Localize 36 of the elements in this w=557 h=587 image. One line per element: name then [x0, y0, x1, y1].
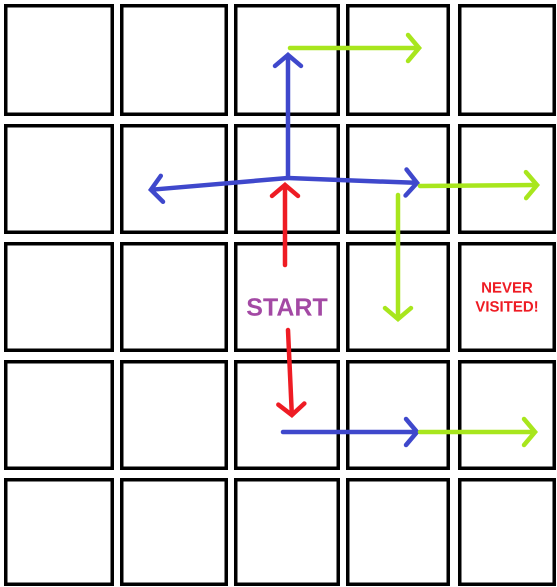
- arrow: [148, 174, 290, 204]
- arrow: [276, 328, 307, 418]
- grid-cell: [120, 124, 228, 234]
- grid-cell: [234, 4, 340, 116]
- grid-cell: [346, 478, 450, 586]
- grid-cell: [234, 478, 340, 586]
- grid-cell: [458, 478, 556, 586]
- grid-cell: [346, 124, 450, 234]
- arrow: [270, 182, 300, 268]
- grid-cell: [234, 360, 340, 470]
- arrow: [418, 170, 540, 200]
- grid-cell: [458, 4, 556, 116]
- grid-cell: [458, 242, 556, 352]
- grid-cell: [4, 242, 114, 352]
- grid-cell: [346, 242, 450, 352]
- grid-cell: [346, 360, 450, 470]
- grid-cell: [4, 360, 114, 470]
- grid-cell: [234, 124, 340, 234]
- grid-cell: [458, 124, 556, 234]
- grid-cell: [4, 124, 114, 234]
- grid-cell: [4, 4, 114, 116]
- grid-cell: [120, 242, 228, 352]
- cell-note: NEVER VISITED!: [475, 282, 538, 312]
- start-label: START: [246, 298, 328, 316]
- grid-cell: [120, 478, 228, 586]
- grid-cell: [4, 478, 114, 586]
- arrow: [280, 416, 420, 448]
- arrow: [286, 167, 420, 198]
- arrow: [418, 416, 538, 448]
- grid-cell: [234, 242, 340, 352]
- arrow: [382, 192, 414, 322]
- grid-cell: [120, 4, 228, 116]
- grid-cell: [458, 360, 556, 470]
- grid-cell: [346, 4, 450, 116]
- arrow: [288, 32, 422, 64]
- grid-cell: [120, 360, 228, 470]
